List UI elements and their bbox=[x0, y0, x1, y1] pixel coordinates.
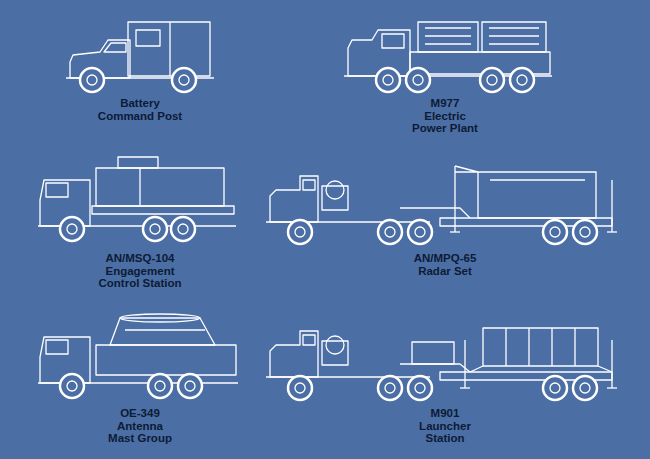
ecs-truck-figure bbox=[38, 157, 236, 241]
vehicle-label: Battery Command Post bbox=[94, 97, 186, 122]
vehicle-label: M901 Launcher Station bbox=[409, 407, 481, 445]
vehicle-label: M977 Electric Power Plant bbox=[410, 97, 480, 135]
vehicle-label: OE-349 Antenna Mast Group bbox=[104, 407, 176, 445]
vehicle-label: AN/MPQ-65 Radar Set bbox=[405, 252, 485, 277]
vehicle-label: AN/MSQ-104 Engagement Control Station bbox=[94, 252, 186, 290]
launcher-trailer-figure bbox=[266, 328, 617, 400]
humvee-figure bbox=[66, 22, 214, 92]
amg-truck-figure bbox=[38, 314, 238, 398]
radar-trailer-figure bbox=[266, 166, 617, 244]
m977-truck-figure bbox=[344, 22, 552, 92]
